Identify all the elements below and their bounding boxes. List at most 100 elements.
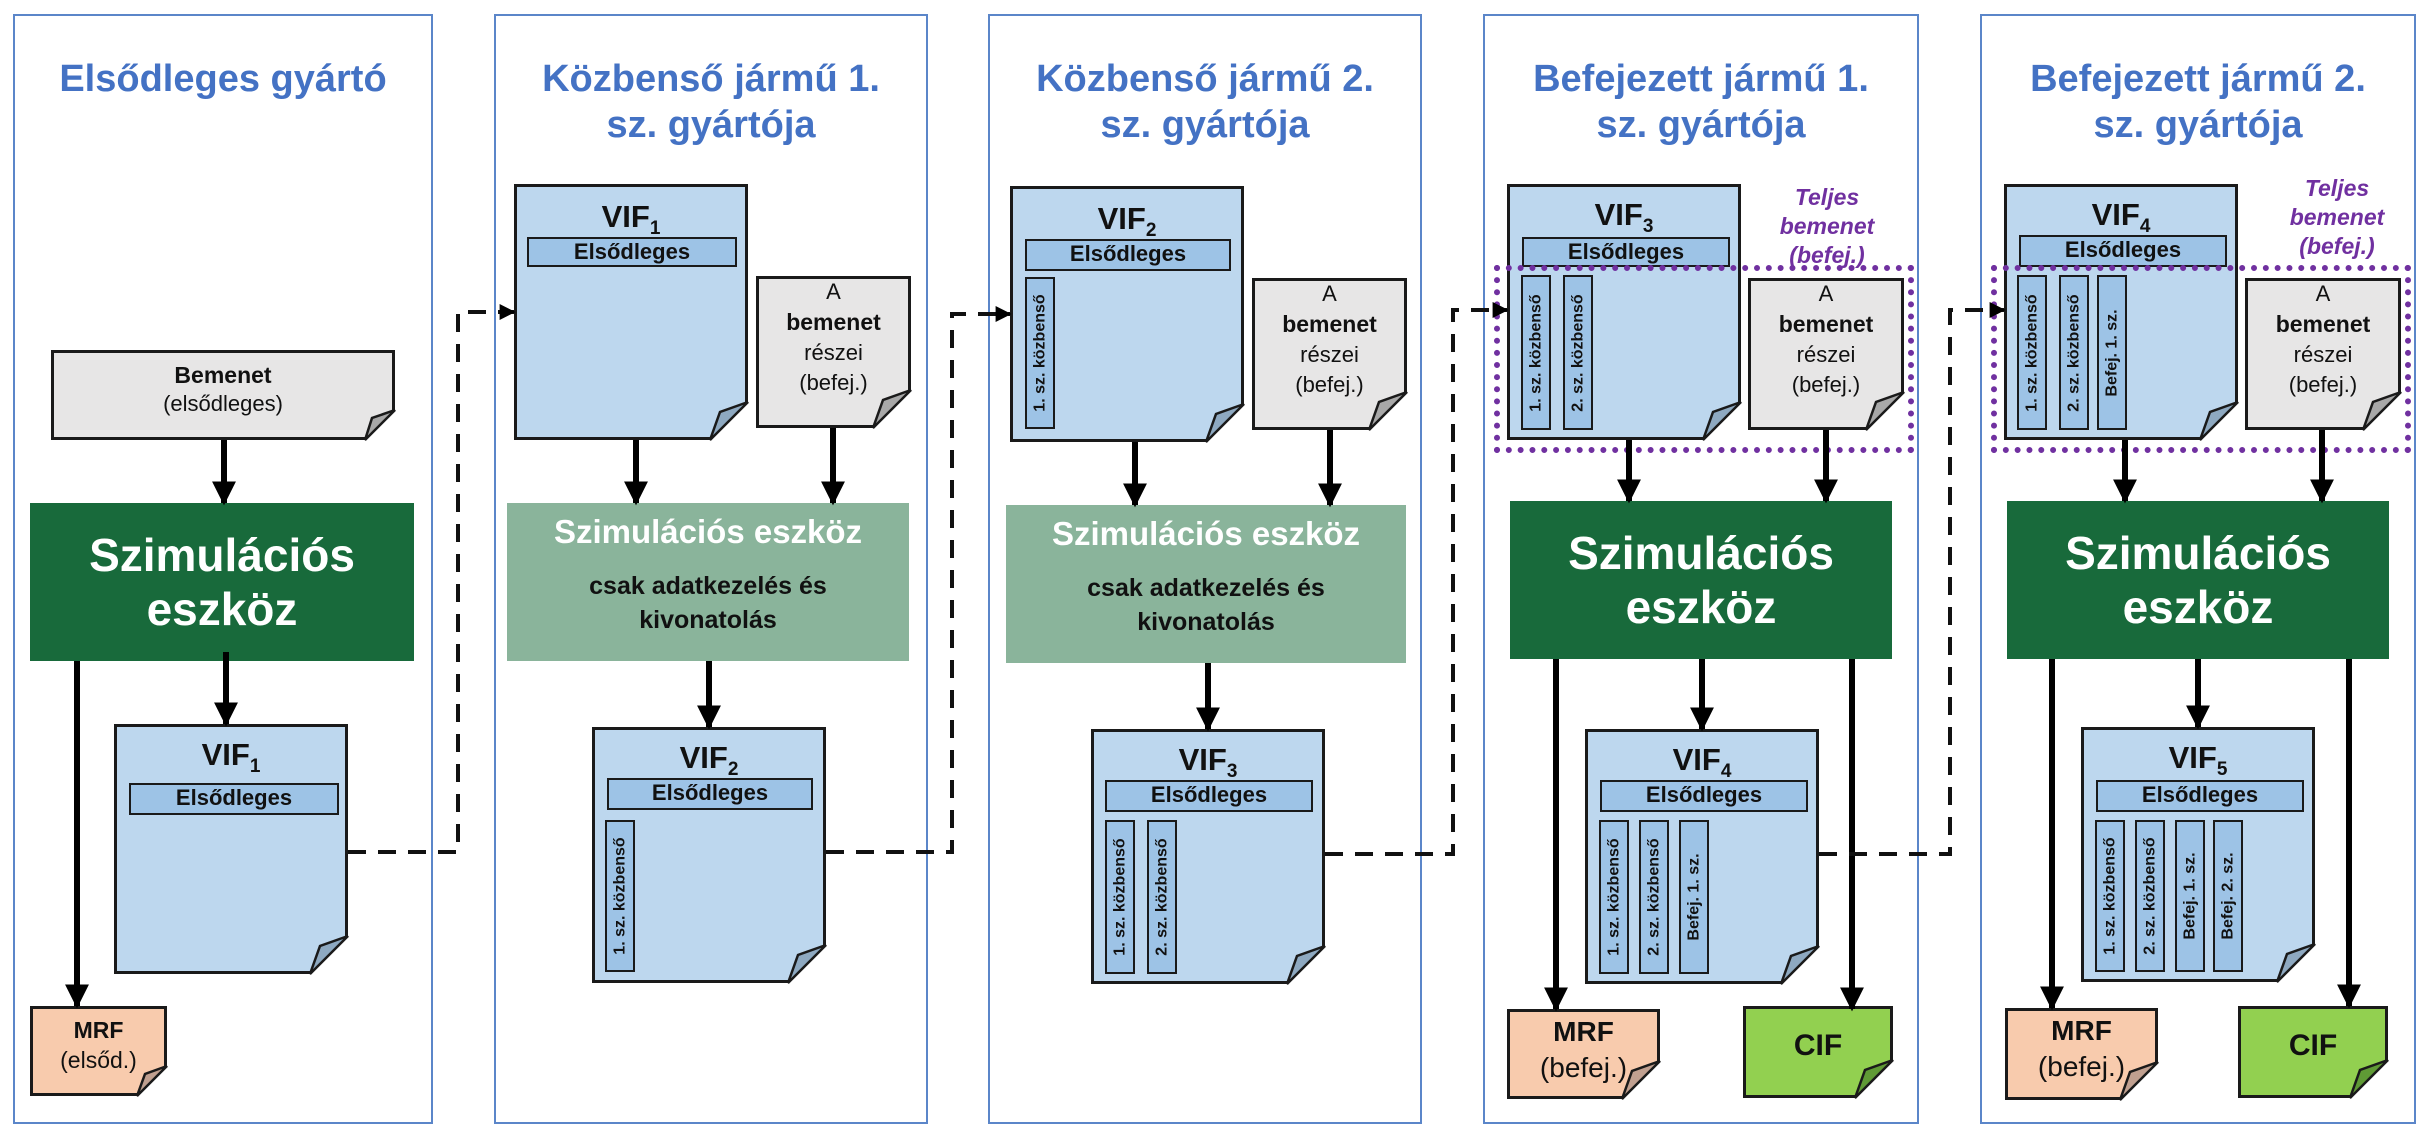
vif-subscript: 1 bbox=[249, 756, 261, 778]
mrf-subtitle: (befej.) bbox=[2037, 1051, 2126, 1082]
vif-input-doc: VIF4 Elsődleges 1. sz. közbenső 2. sz. k… bbox=[2004, 184, 2238, 440]
partial-input-text: A bemenet részei (befej.) bbox=[759, 277, 908, 398]
vif-primary-section: Elsődleges bbox=[607, 778, 813, 810]
vif-title: VIF3 bbox=[1510, 197, 1738, 238]
partial-input-line2: bemenet bbox=[786, 309, 881, 335]
sim-tool-subtitle: csak adatkezelés és kivonatolás bbox=[507, 569, 909, 637]
vif-primary-section: Elsődleges bbox=[2019, 235, 2227, 267]
panel-title: Elsődleges gyártó bbox=[15, 56, 431, 102]
vif-primary-section: Elsődleges bbox=[1105, 780, 1313, 812]
full-input-line1: Teljes bbox=[2304, 175, 2370, 201]
partial-input-text: A bemenet részei (befej.) bbox=[2248, 279, 2398, 400]
panel-title-line2: sz. gyártója bbox=[1596, 104, 1806, 146]
full-input-line2: bemenet bbox=[1779, 213, 1875, 239]
vif-title: VIF2 bbox=[1013, 201, 1241, 242]
mrf-subtitle: (befej.) bbox=[1539, 1052, 1628, 1083]
panel-title-line2: sz. gyártója bbox=[2093, 104, 2303, 146]
partial-input-line3: részei bbox=[1300, 342, 1359, 367]
mrf-text: MRF (elsőd.) bbox=[33, 1015, 164, 1075]
vif-title: VIF1 bbox=[117, 737, 345, 778]
panel-title: Befejezett jármű 2. sz. gyártója bbox=[1982, 56, 2414, 148]
vif-primary-section: Elsődleges bbox=[1522, 237, 1730, 267]
cif-title: CIF bbox=[2288, 1029, 2338, 1062]
vif-layer-final-1: Befej. 1. sz. bbox=[2097, 275, 2127, 430]
panel-title-line2: sz. gyártója bbox=[606, 104, 816, 146]
vif-title: VIF5 bbox=[2084, 740, 2312, 781]
panel-title-line1: Elsődleges gyártó bbox=[59, 58, 387, 100]
layer-label: 1. sz. közbenső bbox=[611, 837, 629, 955]
full-input-frame bbox=[1494, 265, 1914, 453]
panel-title-line1: Befejezett jármű 1. bbox=[1533, 58, 1869, 100]
vif-layer-intermediate-2: 2. sz. közbenső bbox=[2135, 820, 2165, 972]
layer-label: 2. sz. közbenső bbox=[1153, 838, 1171, 956]
sim-tool-line2: eszköz bbox=[2122, 581, 2274, 633]
vif-input-doc: VIF2 Elsődleges 1. sz. közbenső bbox=[1010, 186, 1244, 442]
vif-prefix: VIF bbox=[2091, 197, 2140, 232]
vif-layer-intermediate-2: 2. sz. közbenső bbox=[1147, 820, 1177, 974]
cif-title: CIF bbox=[1793, 1029, 1843, 1062]
partial-input-line4: (befej.) bbox=[2288, 372, 2358, 397]
vif-layer-intermediate-2: 2. sz. közbenső bbox=[1639, 820, 1669, 974]
full-input-label: Teljes bemenet (befej.) bbox=[2262, 174, 2412, 261]
vif-prefix: VIF bbox=[1594, 197, 1643, 232]
partial-input-line4: (befej.) bbox=[1295, 372, 1364, 397]
partial-input-doc: A bemenet részei (befej.) bbox=[1252, 278, 1407, 430]
vif-layer-intermediate-1: 1. sz. közbenső bbox=[2095, 820, 2125, 972]
sim-tool-title: Szimulációs eszköz bbox=[553, 513, 863, 550]
vif-title: VIF3 bbox=[1094, 742, 1322, 783]
sim-tool-line1: Szimulációs bbox=[89, 529, 355, 581]
layer-label: 1. sz. közbenső bbox=[1605, 838, 1623, 956]
sim-tool-line1: Szimulációs bbox=[1568, 527, 1834, 579]
panel-title-line1: Közbenső jármű 2. bbox=[1036, 58, 1374, 100]
full-input-line3: (befej.) bbox=[1789, 242, 1865, 268]
layer-label: Befej. 1. sz. bbox=[2181, 852, 2199, 940]
layer-label: 1. sz. közbenső bbox=[2101, 837, 2119, 955]
vif-title: VIF4 bbox=[2007, 197, 2235, 238]
partial-input-line1: A bbox=[826, 279, 841, 304]
vif-output-doc: VIF5 Elsődleges 1. sz. közbenső 2. sz. k… bbox=[2081, 727, 2315, 982]
vif-layer-intermediate-1: 1. sz. közbenső bbox=[1599, 820, 1629, 974]
vif-prefix: VIF bbox=[601, 199, 650, 234]
vif-title: VIF4 bbox=[1588, 742, 1816, 783]
vif-primary-section: Elsődleges bbox=[1600, 780, 1808, 812]
vif-layer-intermediate-1: 1. sz. közbenső bbox=[2017, 275, 2047, 430]
sim-tool-line1: Szimulációs bbox=[2065, 527, 2331, 579]
partial-input-line1: A bbox=[1818, 281, 1834, 306]
sim-tool-sub-line2: kivonatolás bbox=[1137, 608, 1275, 636]
panel-title: Közbenső jármű 1. sz. gyártója bbox=[496, 56, 926, 148]
vif-input-doc: VIF3 Elsődleges 1. sz. közbenső 2. sz. k… bbox=[1507, 184, 1741, 440]
partial-input-line3: részei bbox=[804, 340, 863, 365]
partial-input-text: A bemenet részei (befej.) bbox=[1255, 279, 1404, 400]
vif-prefix: VIF bbox=[201, 737, 250, 772]
partial-input-line2: bemenet bbox=[2275, 311, 2371, 337]
layer-label: 1. sz. közbenső bbox=[1031, 294, 1049, 412]
vif-doc: VIF1 Elsődleges bbox=[114, 724, 348, 974]
vif-subscript: 1 bbox=[649, 218, 661, 240]
layer-label: 1. sz. közbenső bbox=[1111, 838, 1129, 956]
mrf-final-doc: MRF (befej.) bbox=[2005, 1008, 2158, 1100]
vif-prefix: VIF bbox=[1672, 742, 1721, 777]
vif-title: VIF2 bbox=[595, 740, 823, 781]
sim-tool-sub-line2: kivonatolás bbox=[639, 606, 777, 634]
partial-input-line1: A bbox=[1322, 281, 1337, 306]
mrf-primary-doc: MRF (elsőd.) bbox=[30, 1006, 167, 1096]
vif-layer-intermediate-2: 2. sz. közbenső bbox=[2059, 275, 2089, 430]
vif-output-doc: VIF3 Elsődleges 1. sz. közbenső 2. sz. k… bbox=[1091, 729, 1325, 984]
full-input-line3: (befej.) bbox=[2299, 233, 2375, 259]
layer-label: Befej. 2. sz. bbox=[2219, 852, 2237, 940]
panel-title-line2: sz. gyártója bbox=[1100, 104, 1310, 146]
vif-prefix: VIF bbox=[1097, 201, 1146, 236]
vif-layer-intermediate-1: 1. sz. közbenső bbox=[1025, 277, 1055, 429]
sim-tool-title: Szimulációs eszköz bbox=[1051, 515, 1361, 552]
vif-subscript: 3 bbox=[1226, 761, 1238, 783]
panel-title: Befejezett jármű 1. sz. gyártója bbox=[1485, 56, 1917, 148]
panel-title-line1: Befejezett jármű 2. bbox=[2030, 58, 2366, 100]
sim-tool-sub-line1: csak adatkezelés és bbox=[589, 572, 827, 600]
partial-input-line3: részei bbox=[2293, 342, 2353, 367]
vif-layer-final-2: Befej. 2. sz. bbox=[2213, 820, 2243, 972]
vif-prefix: VIF bbox=[2168, 740, 2217, 775]
vif-subscript: 3 bbox=[1642, 216, 1654, 238]
